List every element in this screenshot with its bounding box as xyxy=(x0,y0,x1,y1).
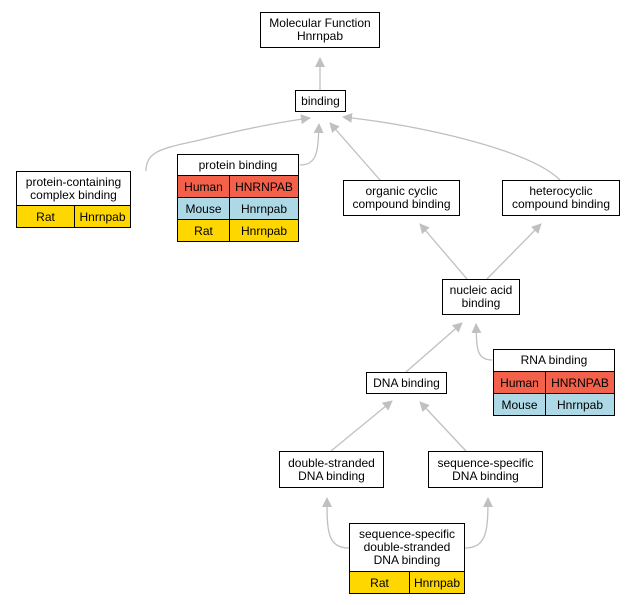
go-term-node-dna[interactable]: DNA binding xyxy=(366,372,447,394)
edge-ssdsdna-to-ssdna xyxy=(464,497,493,549)
ortholog-row-mouse: Mouse Hnrnpab xyxy=(494,393,614,415)
species-label: Mouse xyxy=(494,394,546,415)
go-term-label: sequence-specific double-stranded DNA bi… xyxy=(358,527,456,567)
go-term-node-mf[interactable]: Molecular Function Hnrnpab xyxy=(260,12,380,48)
go-term-label: double-stranded DNA binding xyxy=(288,455,375,483)
edge-ssdsdna-to-dsdna xyxy=(322,497,350,549)
gene-symbol: Hnrnpab xyxy=(556,397,604,412)
go-term-node-nab[interactable]: nucleic acid binding xyxy=(442,279,520,315)
species-label: Rat xyxy=(350,572,410,593)
gene-symbol: HNRNPAB xyxy=(551,375,609,390)
go-term-node-binding[interactable]: binding xyxy=(295,90,346,112)
edge-nab-to-hcb xyxy=(486,223,542,280)
ortholog-row-rat: Rat Hnrnpab xyxy=(17,205,130,227)
species-label: Human xyxy=(178,176,230,197)
go-term-node-ocb[interactable]: organic cyclic compound binding xyxy=(343,180,460,216)
edge-ssdna-to-dna xyxy=(419,401,467,452)
ortholog-row-human: Human HNRNPAB xyxy=(494,371,614,393)
edge-nab-to-ocb xyxy=(419,223,468,280)
edge-rna-to-nab xyxy=(471,323,493,361)
ortholog-row-mouse: Mouse Hnrnpab xyxy=(178,197,298,219)
go-term-node-ssdsdna[interactable]: sequence-specific double-stranded DNA bi… xyxy=(349,523,465,594)
go-term-node-hcb[interactable]: heterocyclic compound binding xyxy=(502,180,620,216)
go-term-label: organic cyclic compound binding xyxy=(352,184,451,211)
ortholog-row-human: Human HNRNPAB xyxy=(178,175,298,197)
gene-symbol: Hnrnpab xyxy=(240,223,288,238)
go-term-label: nucleic acid binding xyxy=(449,283,513,310)
go-term-label: binding xyxy=(301,93,340,108)
go-term-label: Molecular Function Hnrnpab xyxy=(269,16,371,43)
go-term-node-ssdna[interactable]: sequence-specific DNA binding xyxy=(428,451,543,488)
edge-hcb-to-binding xyxy=(342,112,561,181)
species-label: Rat xyxy=(178,220,230,241)
go-term-label: protein-containing complex binding xyxy=(25,174,122,202)
species-label: Rat xyxy=(17,206,75,227)
edge-dna-to-nab xyxy=(405,322,463,373)
edge-ocb-to-binding xyxy=(329,122,381,181)
go-term-node-dsdna[interactable]: double-stranded DNA binding xyxy=(279,451,384,488)
go-term-label: DNA binding xyxy=(373,375,440,390)
edge-pccb-to-binding xyxy=(145,114,311,172)
edge-pb-to-binding xyxy=(299,123,324,166)
edge-dsdna-to-dna xyxy=(330,400,393,452)
gene-symbol: Hnrnpab xyxy=(240,201,288,216)
species-label: Human xyxy=(494,372,546,393)
species-label: Mouse xyxy=(178,198,230,219)
go-term-label: sequence-specific DNA binding xyxy=(437,455,534,483)
go-term-label: protein binding xyxy=(198,157,278,172)
gene-symbol: HNRNPAB xyxy=(235,179,293,194)
go-term-label: heterocyclic compound binding xyxy=(511,184,611,211)
gene-symbol: Hnrnpab xyxy=(79,209,126,224)
gene-symbol: Hnrnpab xyxy=(413,575,461,590)
go-term-label: RNA binding xyxy=(520,353,588,367)
ortholog-row-rat: Rat Hnrnpab xyxy=(178,219,298,241)
